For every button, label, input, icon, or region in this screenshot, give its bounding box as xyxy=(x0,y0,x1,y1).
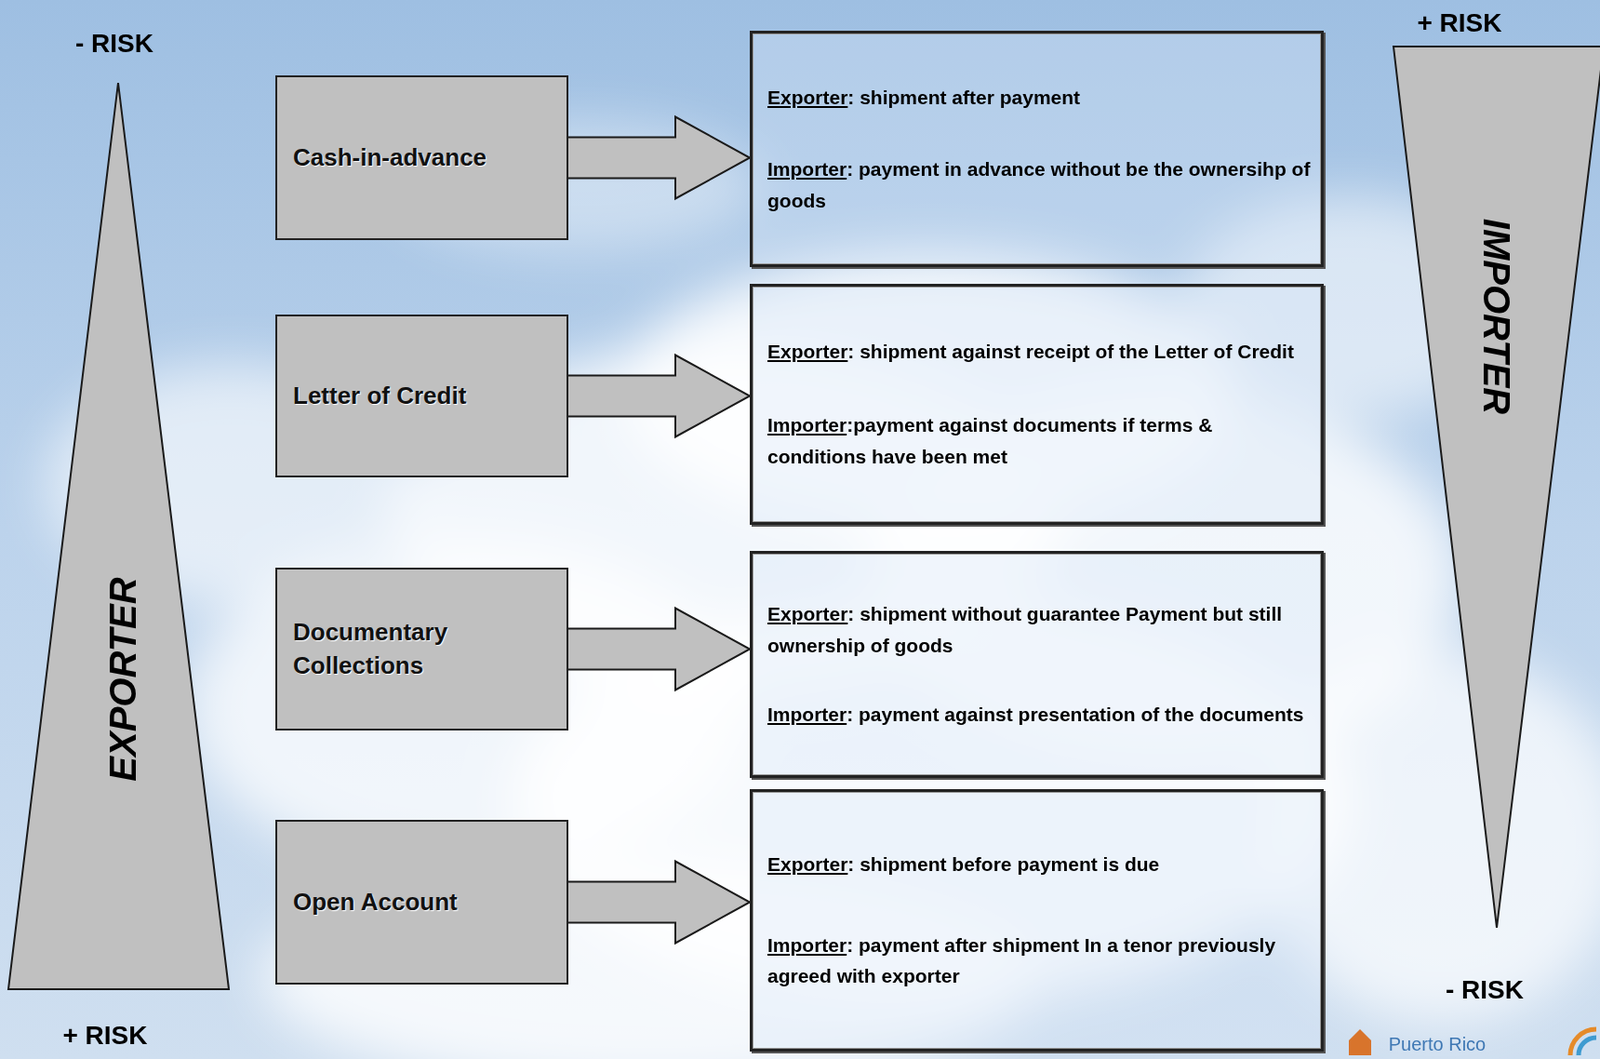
risk-label: + RISK xyxy=(62,1020,147,1051)
party-term: Importer: payment against presentation o… xyxy=(767,698,1312,731)
logo-house xyxy=(1348,1028,1372,1055)
party-name: Importer xyxy=(767,703,847,725)
party-term: Importer: payment in advance without be … xyxy=(767,153,1312,216)
payment-method-box: Cash-in-advance xyxy=(275,75,569,240)
party-name: Importer xyxy=(767,158,847,180)
party-term: Importer:payment against documents if te… xyxy=(767,409,1312,472)
party-term: Exporter: shipment without guarantee Pay… xyxy=(767,598,1312,661)
exporter-risk-triangle: EXPORTER xyxy=(7,81,230,990)
term-text: : shipment after payment xyxy=(847,86,1080,108)
triangle-outline xyxy=(8,82,229,989)
term-text: : payment against presentation of the do… xyxy=(846,703,1304,725)
payment-method-box: Documentary Collections xyxy=(275,567,569,731)
terms-box: Exporter: shipment against receipt of th… xyxy=(749,283,1324,525)
payment-method-box: Letter of Credit xyxy=(275,314,569,478)
party-term: Importer: payment after shipment In a te… xyxy=(767,929,1312,992)
party-term: Exporter: shipment after payment xyxy=(767,81,1312,114)
block-arrow xyxy=(565,117,750,200)
importer-risk-triangle: IMPORTER xyxy=(1392,45,1600,929)
party-name: Exporter xyxy=(767,86,848,108)
risk-label: - RISK xyxy=(75,28,154,59)
logo-icon xyxy=(1348,1028,1597,1055)
party-name: Exporter xyxy=(767,853,848,875)
logo-arc xyxy=(1578,1037,1597,1055)
logo-arc xyxy=(1570,1028,1597,1055)
party-name: Importer xyxy=(767,933,847,956)
party-name: Exporter xyxy=(767,340,848,362)
method-name: Documentary Collections xyxy=(293,615,554,681)
term-text: : payment in advance without be the owne… xyxy=(767,158,1310,212)
method-name: Open Account xyxy=(293,885,458,919)
terms-box: Exporter: shipment without guarantee Pay… xyxy=(749,550,1324,778)
block-arrow xyxy=(565,355,750,438)
block-arrow xyxy=(565,861,750,944)
triangle-shape xyxy=(1392,45,1600,929)
payment-method-box: Open Account xyxy=(275,819,569,985)
party-name: Exporter xyxy=(767,602,848,625)
logo-text: Puerto Rico xyxy=(1388,1033,1487,1055)
party-term: Exporter: shipment before payment is due xyxy=(767,848,1312,880)
method-name: Cash-in-advance xyxy=(293,141,487,174)
axis-title: IMPORTER xyxy=(1475,218,1518,414)
axis-title: EXPORTER xyxy=(102,576,145,781)
party-term: Exporter: shipment against receipt of th… xyxy=(767,335,1312,368)
triangle-shape xyxy=(7,81,230,990)
risk-label: + RISK xyxy=(1416,8,1502,39)
triangle-outline xyxy=(1393,46,1600,928)
party-name: Importer xyxy=(767,413,847,436)
method-name: Letter of Credit xyxy=(293,379,467,413)
terms-box: Exporter: shipment before payment is due… xyxy=(749,788,1324,1052)
term-text: : shipment against receipt of the Letter… xyxy=(847,340,1294,362)
risk-label: - RISK xyxy=(1445,974,1524,1005)
block-arrow xyxy=(565,608,750,691)
terms-box: Exporter: shipment after paymentImporter… xyxy=(749,30,1324,267)
term-text: : shipment before payment is due xyxy=(847,853,1160,875)
